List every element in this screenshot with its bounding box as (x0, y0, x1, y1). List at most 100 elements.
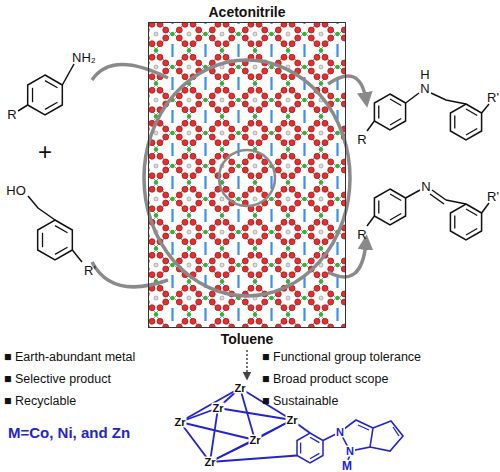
oxygen-atom (163, 299, 169, 305)
oxygen-atom (182, 120, 188, 126)
metal-node (171, 110, 173, 123)
oxygen-atom (196, 225, 202, 231)
bond (482, 104, 489, 113)
oxygen-atom (209, 27, 215, 33)
oxygen-atom (182, 239, 188, 245)
oxygen-atom (229, 35, 235, 41)
oxygen-atom (289, 186, 295, 192)
metal-node (171, 308, 173, 321)
lattice-bond (207, 250, 237, 280)
lattice-bond (339, 283, 346, 313)
oxygen-atom (176, 299, 182, 305)
chem-label: R (7, 108, 16, 121)
oxygen-atom (322, 285, 328, 291)
double-bond (358, 425, 369, 430)
oxygen-atom (308, 291, 314, 297)
oxygen-atom (196, 159, 202, 165)
oxygen-atom (215, 318, 221, 324)
chem-label: R' (84, 264, 96, 277)
feature-bullet: ■ Sustainable (262, 395, 338, 408)
chem-label: HO (6, 184, 26, 197)
metal-node (237, 242, 239, 255)
oxygen-atom (157, 318, 163, 324)
cluster-edge (218, 408, 292, 420)
oxygen-atom (289, 107, 295, 113)
bond (432, 190, 446, 200)
lattice-bond (174, 184, 204, 214)
lattice-bond (306, 283, 336, 313)
oxygen-atom (281, 186, 287, 192)
double-bond (466, 209, 477, 215)
oxygen-atom (328, 134, 334, 140)
carbon-atom (187, 197, 191, 201)
metal-node (303, 242, 305, 255)
oxygen-atom (275, 299, 281, 305)
chem-label: R (357, 228, 366, 241)
oxygen-atom (308, 258, 314, 264)
double-bond (55, 247, 67, 254)
oxygen-atom (215, 219, 221, 225)
double-bond (42, 233, 43, 247)
oxygen-atom (248, 305, 254, 311)
oxygen-atom (223, 239, 229, 245)
oxygen-atom (289, 41, 295, 47)
atom-label: Zr (234, 383, 247, 394)
oxygen-atom (256, 173, 262, 179)
oxygen-atom (163, 291, 169, 297)
oxygen-atom (223, 219, 229, 225)
oxygen-atom (256, 186, 262, 192)
oxygen-atom (223, 272, 229, 278)
oxygen-atom (190, 107, 196, 113)
oxygen-atom (163, 225, 169, 231)
oxygen-atom (262, 258, 268, 264)
oxygen-atom (209, 299, 215, 305)
oxygen-atom (242, 27, 248, 33)
oxygen-atom (190, 153, 196, 159)
metal-node (204, 44, 206, 57)
oxygen-atom (328, 93, 334, 99)
metal-node (204, 176, 206, 189)
chem-label: + (38, 140, 52, 164)
oxygen-atom (295, 200, 301, 206)
oxygen-atom (182, 140, 188, 146)
oxygen-atom (209, 134, 215, 140)
oxygen-atom (242, 299, 248, 305)
oxygen-atom (215, 153, 221, 159)
metal-node (303, 209, 305, 222)
double-bond (32, 88, 33, 102)
benzene-ring (38, 220, 73, 260)
bond (482, 203, 489, 213)
oxygen-atom (149, 239, 155, 245)
oxygen-atom (256, 107, 262, 113)
oxygen-atom (281, 173, 287, 179)
metal-node (336, 308, 338, 321)
oxygen-atom (308, 60, 314, 66)
metal-node (237, 77, 239, 90)
oxygen-atom (149, 74, 155, 80)
lattice-bond (174, 52, 204, 82)
oxygen-atom (176, 159, 182, 165)
oxygen-atom (289, 219, 295, 225)
carbon-atom (154, 197, 158, 201)
lattice-bond (339, 22, 346, 49)
oxygen-atom (163, 192, 169, 198)
pyrrole-ring (370, 421, 403, 451)
oxygen-atom (256, 305, 262, 311)
oxygen-atom (196, 291, 202, 297)
oxygen-atom (242, 93, 248, 99)
oxygen-atom (262, 167, 268, 173)
oxygen-atom (328, 291, 334, 297)
oxygen-atom (215, 120, 221, 126)
oxygen-atom (308, 159, 314, 165)
oxygen-atom (196, 126, 202, 132)
oxygen-atom (157, 173, 163, 179)
oxygen-atom (190, 318, 196, 324)
oxygen-atom (281, 252, 287, 258)
oxygen-atom (242, 167, 248, 173)
metal-node (204, 77, 206, 90)
oxygen-atom (182, 318, 188, 324)
atom-label: M (342, 460, 352, 472)
oxygen-atom (328, 200, 334, 206)
oxygen-atom (223, 120, 229, 126)
oxygen-atom (262, 35, 268, 41)
